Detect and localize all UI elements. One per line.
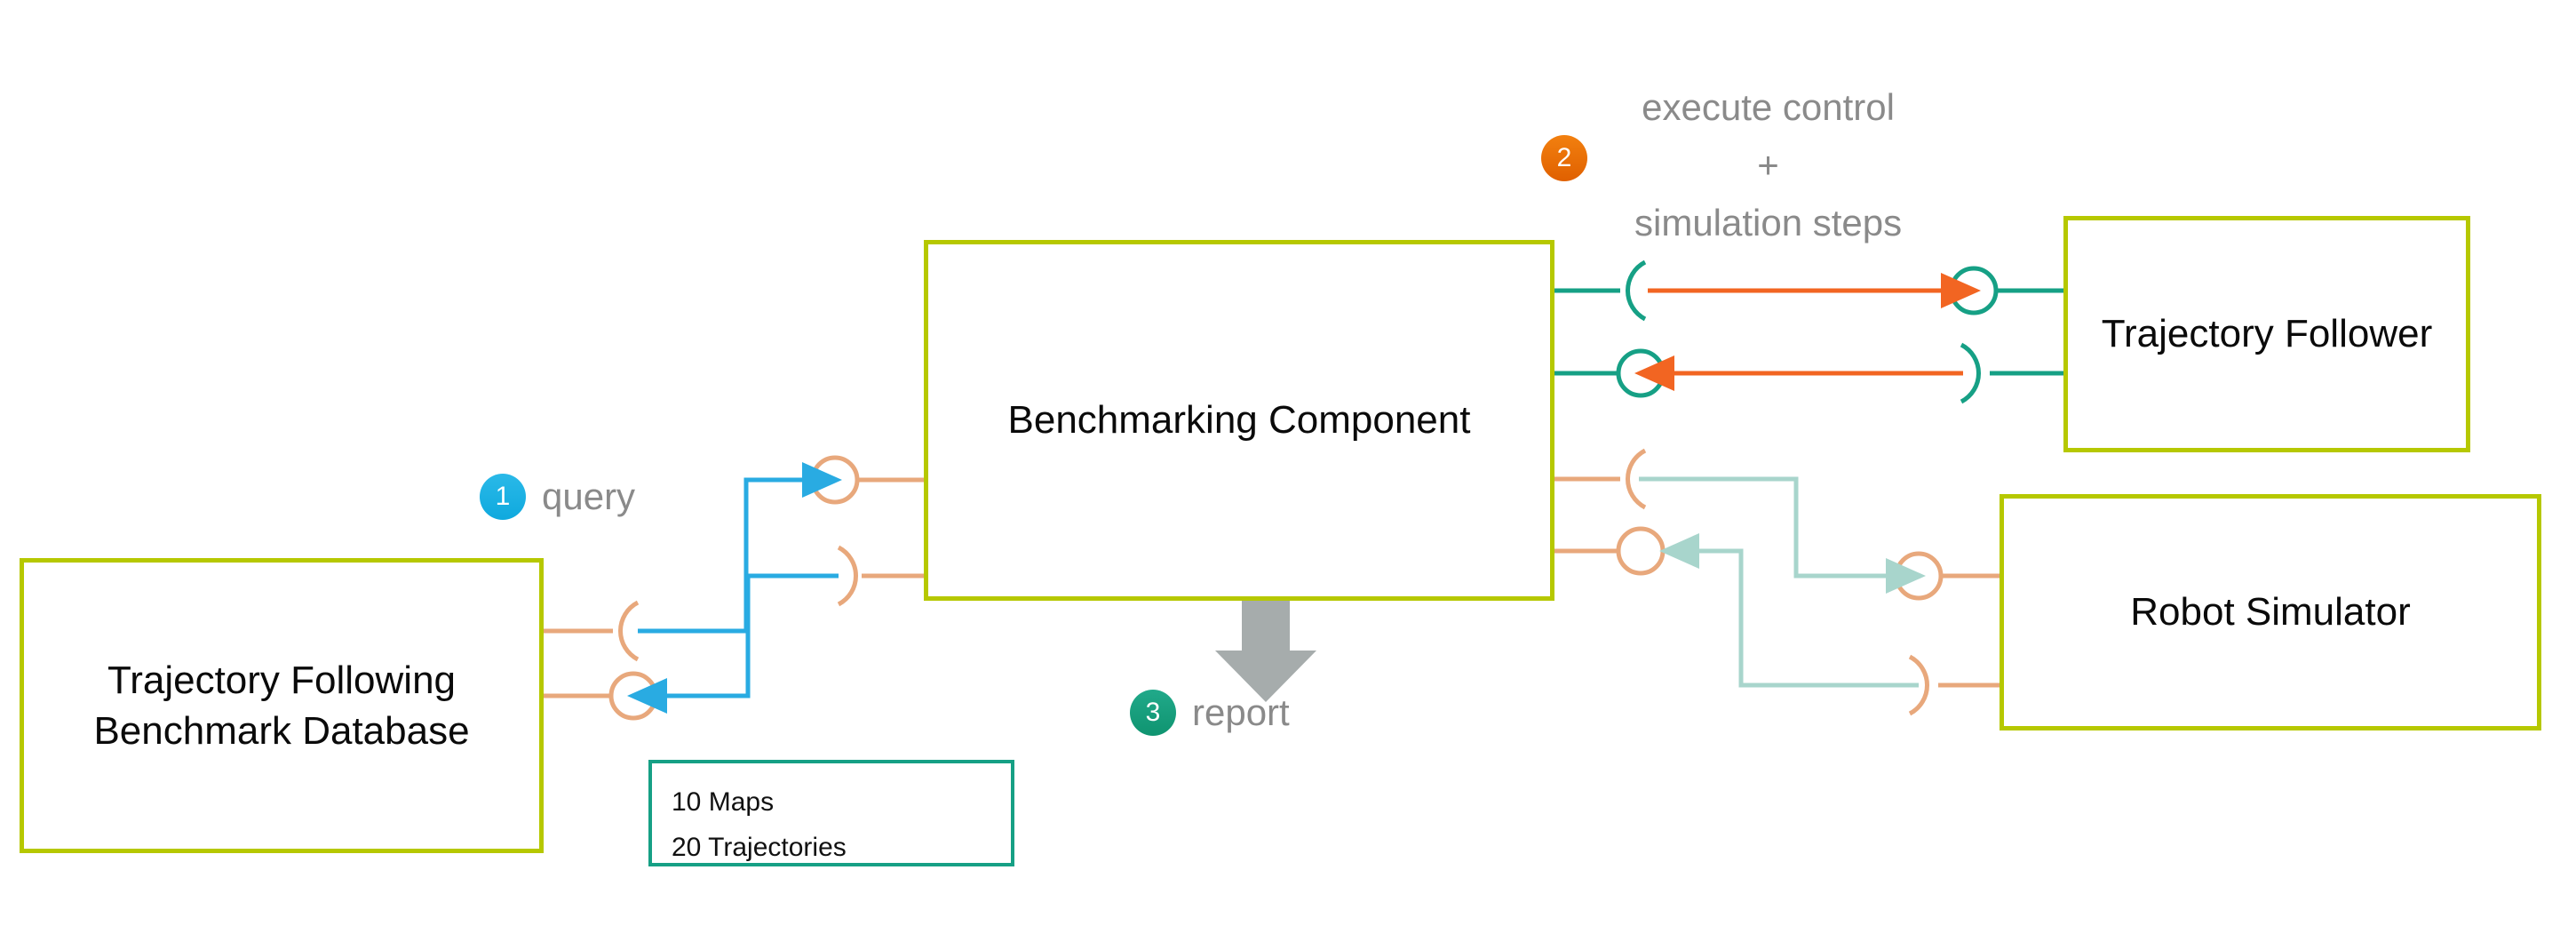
port-rs-left-ball — [1894, 551, 2001, 601]
component-label-robot-simulator: Robot Simulator — [2130, 590, 2411, 635]
port-bc-right-ball-tf — [1553, 348, 1666, 398]
step-execute: 2 — [1541, 135, 1587, 181]
port-bc-left-socket — [837, 545, 926, 607]
step-report: 3 report — [1130, 690, 1290, 736]
port-bc-left-ball — [810, 455, 926, 505]
component-label-trajectory-follower: Trajectory Follower — [2101, 312, 2433, 356]
step-badge-3: 3 — [1130, 690, 1176, 736]
step-label-report: report — [1192, 691, 1290, 733]
port-db-right-socket — [544, 600, 640, 662]
note-line-2: + — [1757, 144, 1779, 187]
wire-bc-to-db-response — [664, 576, 751, 698]
port-bc-right-socket-tf — [1553, 259, 1647, 322]
port-tf-left-socket — [1960, 342, 2063, 404]
info-line-trajectories: 20 Trajectories — [672, 833, 847, 862]
wire-rs-to-bc — [1659, 533, 1919, 688]
step-label-query: query — [542, 475, 636, 517]
step-badge-2: 2 — [1541, 135, 1587, 181]
component-benchmarking-component[interactable]: Benchmarking Component — [924, 240, 1554, 601]
note-line-3: simulation steps — [1634, 202, 1903, 244]
component-label-database: Trajectory Following Benchmark Database — [93, 655, 469, 756]
port-rs-left-socket — [1908, 654, 2001, 716]
execute-control-note: execute control + simulation steps — [1634, 78, 1902, 251]
wire-db-to-bc-query — [638, 462, 842, 634]
database-label-line-2: Benchmark Database — [93, 709, 470, 753]
component-trajectory-follower[interactable]: Trajectory Follower — [2063, 216, 2470, 452]
component-label-benchmarking: Benchmarking Component — [1007, 398, 1471, 443]
report-arrow — [1215, 601, 1316, 702]
port-db-right-ball — [544, 671, 658, 721]
step-query: 1 query — [480, 474, 635, 520]
port-tf-left-ball — [1949, 266, 2063, 315]
database-label-line-1: Trajectory Following — [107, 658, 457, 702]
port-bc-right-socket-rs — [1553, 448, 1647, 510]
wire-bc-to-rs — [1639, 476, 1926, 594]
port-bc-right-ball-rs — [1553, 526, 1666, 576]
info-line-maps: 10 Maps — [672, 787, 775, 817]
component-trajectory-following-benchmark-database[interactable]: Trajectory Following Benchmark Database — [20, 558, 544, 853]
component-robot-simulator[interactable]: Robot Simulator — [2000, 494, 2541, 730]
benchmark-contents-box: 10 Maps 20 Trajectories — [648, 760, 1014, 866]
step-badge-1: 1 — [480, 474, 526, 520]
note-line-1: execute control — [1642, 86, 1895, 128]
